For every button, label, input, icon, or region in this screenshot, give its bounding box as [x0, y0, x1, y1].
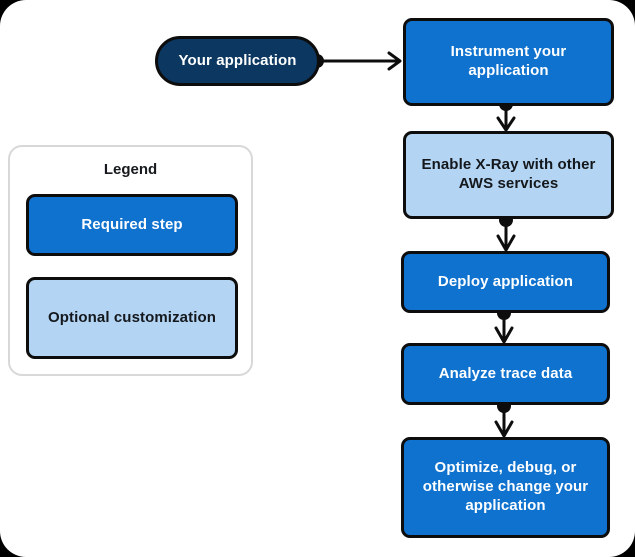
node-instrument-your-application[interactable]: Instrument your application	[403, 18, 614, 106]
node-analyze-trace-data[interactable]: Analyze trace data	[401, 343, 610, 405]
node-deploy-application[interactable]: Deploy application	[401, 251, 610, 313]
legend-panel: Legend Required step Optional customizat…	[8, 145, 253, 376]
connector-start-to-instrument	[310, 51, 402, 71]
legend-item-required-step[interactable]: Required step	[26, 194, 238, 256]
node-optimize-debug-or-otherwise-change-your-application[interactable]: Optimize, debug, or otherwise change you…	[401, 437, 610, 538]
node-enable-xray-with-other-aws-services[interactable]: Enable X-Ray with other AWS services	[403, 131, 614, 219]
node-your-application[interactable]: Your application	[155, 36, 320, 86]
legend-title: Legend	[103, 161, 158, 178]
legend-item-optional-customization[interactable]: Optional customization	[26, 277, 238, 359]
